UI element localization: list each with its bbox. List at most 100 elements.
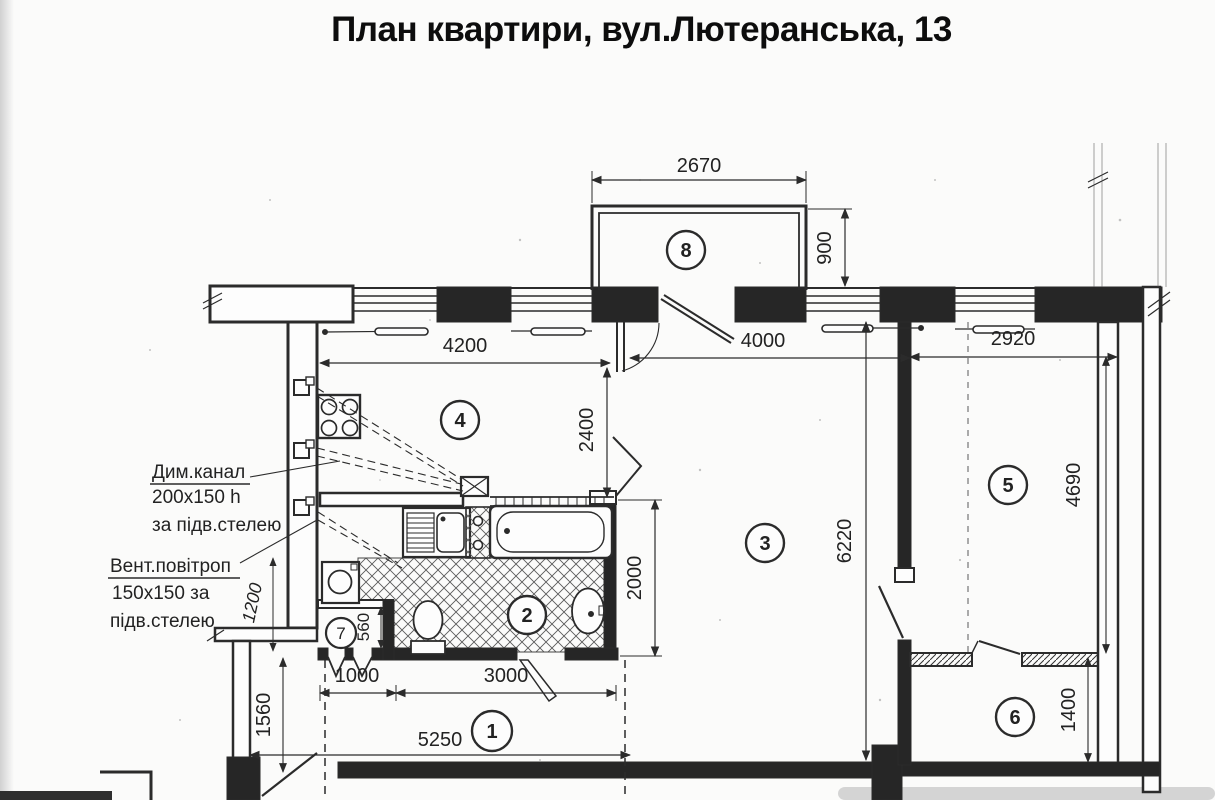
wall-right-inner [1096,320,1120,767]
svg-text:1200: 1200 [238,581,266,624]
wall-bottom-left-corner [100,770,153,800]
dim-hallway-segment-2: 3000 [394,665,618,701]
dimensions: 2670 900 4200 2400 4000 2920 [238,155,1119,773]
svg-text:1: 1 [486,721,497,743]
wall-closet-right [382,599,395,661]
scan-artifacts [0,787,1215,800]
svg-text:4690: 4690 [1063,463,1085,508]
wall-kitchen-left [286,320,319,630]
svg-text:8: 8 [680,240,691,262]
wall-pier [734,286,807,323]
sink-counter [401,506,472,559]
projection-lines [324,322,969,800]
room-marker-2: 2 [506,594,548,636]
wall-low-left-horizontal [213,626,319,643]
wall-right-outer [1141,285,1162,794]
svg-text:200х150 h: 200х150 h [152,487,241,508]
wall-entry-pier [226,756,261,800]
svg-text:5250: 5250 [418,729,463,751]
room5-room6-door-leaf [971,640,1021,655]
window [353,287,437,312]
dim-closet-width: 560 [354,606,385,649]
window [511,287,592,312]
radiator [322,327,429,336]
dim-kitchen-width: 4200 [318,335,612,368]
stove [316,393,362,440]
dim-living-room-width: 4000 [628,330,912,363]
room-markers: 1 2 3 4 5 6 7 8 [324,229,1036,753]
vent-box [293,439,315,459]
fixtures [293,376,614,655]
window [955,287,1035,312]
entrance-door-leaf [261,752,318,797]
room-marker-6: 6 [994,696,1036,738]
svg-text:150х150 за: 150х150 за [112,583,210,604]
wall-kitchen-bath [318,491,465,508]
balcony-walls [590,204,808,290]
dim-balcony-width: 2670 [590,155,808,203]
wall-top-left-outline [208,284,355,324]
svg-text:3: 3 [759,533,770,555]
dim-room6-depth: 1400 [1058,657,1092,763]
svg-text:2670: 2670 [677,155,722,177]
dim-hallway-total-width: 5250 [248,729,632,760]
room-marker-5: 5 [987,464,1029,506]
wall-bottom-a [337,761,873,779]
closet-door-leaf [327,656,346,679]
kitchen-door-leaf [612,436,643,497]
room-marker-8: 8 [665,229,707,271]
windows [353,287,1035,312]
svg-text:5: 5 [1002,475,1013,497]
balcony-door-leaf [621,294,735,372]
upper-wall-projection [1093,143,1167,287]
svg-text:Дим.канал: Дим.канал [152,462,245,483]
svg-text:Вент.повітроп: Вент.повітроп [110,556,231,577]
living-room6-door-leaf [878,585,904,639]
wall-pier [879,286,956,323]
svg-text:4: 4 [454,410,466,432]
vent-box [293,496,315,516]
svg-text:7: 7 [336,624,345,643]
leader-lines [239,387,464,569]
svg-text:6220: 6220 [834,519,856,564]
svg-text:2000: 2000 [624,556,646,601]
svg-text:підв.стелею: підв.стелею [110,611,215,632]
bathtub [488,504,614,560]
wall-room56-hatched [909,652,973,667]
dim-kitchen-depth: 2400 [576,366,612,499]
room-marker-1: 1 [470,709,514,753]
dim-hallway-segment-1: 1000 [318,665,398,701]
room-marker-4: 4 [439,399,481,441]
dim-bathroom-length: 2000 [618,498,662,658]
dim-room5-depth: 4690 [1063,356,1110,654]
room-marker-7: 7 [324,616,358,650]
svg-text:3000: 3000 [484,665,529,687]
wall-pier [436,286,512,323]
wall-room56-hatched [1021,652,1099,667]
wall-pier [591,286,659,323]
svg-text:6: 6 [1009,707,1020,729]
svg-text:4000: 4000 [741,330,786,352]
faucet-strip [465,506,491,559]
room-marker-3: 3 [744,522,786,564]
wall-bath-bottom [317,647,329,661]
vent-shaft [459,475,490,498]
wash-basin [571,587,606,635]
wall-room6-left [897,639,912,766]
radiator [821,324,924,333]
wall-bottom-b [901,761,1161,777]
svg-text:1400: 1400 [1058,688,1080,733]
dim-balcony-depth: 900 [808,207,852,288]
vent-duct-note: Вент.повітроп 150х150 за підв.стелею [108,556,240,632]
svg-text:2400: 2400 [576,408,598,453]
svg-text:за підв.стелею: за підв.стелею [152,515,281,536]
wall-bath-bottom [344,647,354,661]
page-title: План квартири, вул.Лютеранська, 13 [331,10,952,49]
dim-living-room-depth: 6220 [834,320,871,762]
svg-text:900: 900 [814,231,836,264]
radiator [511,327,592,336]
closet-door-leaf [352,656,373,679]
door-jamb [894,567,915,583]
washing-machine [320,560,361,605]
